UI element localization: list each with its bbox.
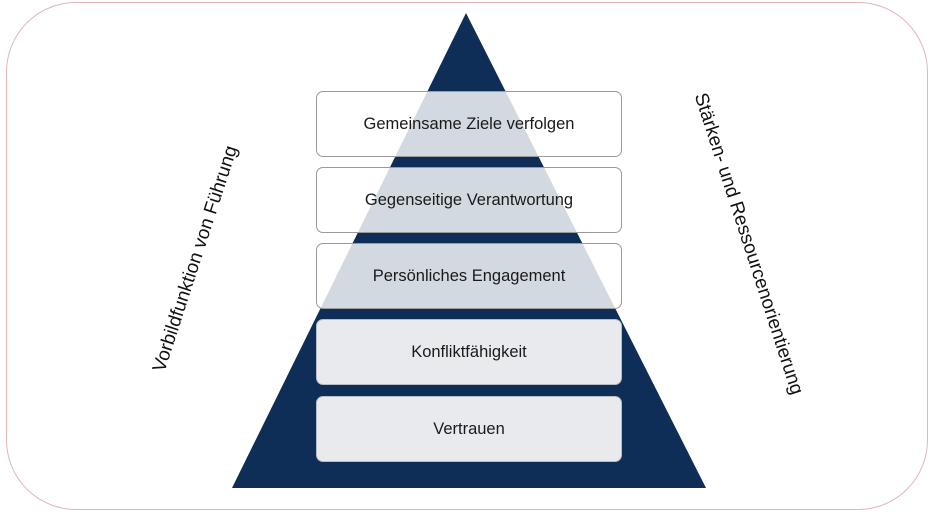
- level-box-konfliktfaehigkeit: Konfliktfähigkeit: [316, 319, 622, 385]
- level-label-konfliktfaehigkeit: Konfliktfähigkeit: [411, 342, 527, 361]
- level-label-vertrauen: Vertrauen: [433, 419, 505, 438]
- level-label-gemeinsame-ziele: Gemeinsame Ziele verfolgen: [363, 114, 575, 133]
- level-box-gegenseitige-verantwortung: Gegenseitige Verantwortung: [316, 167, 622, 233]
- level-label-persoenliches-engagement: Persönliches Engagement: [372, 266, 566, 285]
- level-box-persoenliches-engagement: Persönliches Engagement: [316, 243, 622, 309]
- level-box-gemeinsame-ziele: Gemeinsame Ziele verfolgen: [316, 91, 622, 157]
- level-label-gegenseitige-verantwortung: Gegenseitige Verantwortung: [364, 190, 574, 209]
- level-box-vertrauen: Vertrauen: [316, 396, 622, 462]
